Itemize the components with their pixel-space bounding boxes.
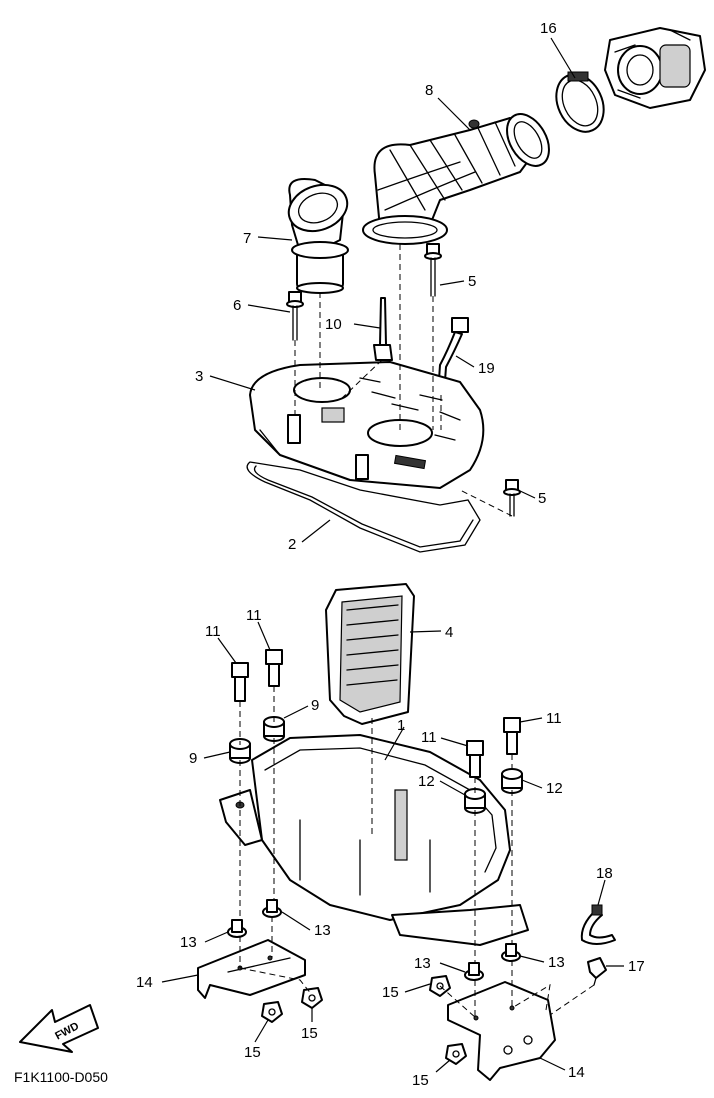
- bolt-11-c: [466, 740, 484, 778]
- callout-13-b: 13: [314, 922, 331, 939]
- nut-15-a: [301, 987, 323, 1009]
- intake-joint: [362, 113, 550, 245]
- callout-14-b: 14: [568, 1064, 585, 1081]
- callout-9-a: 9: [189, 750, 197, 767]
- callout-15-b: 15: [244, 1044, 261, 1061]
- callout-11-a: 11: [205, 623, 221, 640]
- callouts: 16 8 7 5 6 10 19 3 5 2 4 11 11 9 9 1 11 …: [136, 20, 645, 1089]
- gasket: [246, 461, 481, 553]
- bracket-right: [447, 981, 556, 1081]
- throttle-body: [604, 27, 706, 109]
- callout-13-c: 13: [414, 955, 431, 972]
- callout-12-b: 12: [546, 780, 563, 797]
- callout-2: 2: [288, 536, 296, 553]
- collar-13-d: [501, 943, 521, 962]
- band-18: [580, 904, 616, 945]
- cable-clip: [373, 297, 393, 361]
- callout-3: 3: [195, 368, 203, 385]
- filter-element: [325, 583, 415, 725]
- case-cap: [249, 361, 485, 489]
- callout-18: 18: [596, 865, 613, 882]
- bolt-5-top: [424, 243, 442, 297]
- nut-15-d: [445, 1043, 467, 1065]
- callout-4: 4: [445, 624, 453, 641]
- callout-10: 10: [325, 316, 342, 333]
- callout-13-d: 13: [548, 954, 565, 971]
- callout-11-d: 11: [546, 710, 562, 727]
- callout-19: 19: [478, 360, 495, 377]
- callout-5-lower: 5: [538, 490, 546, 507]
- assembly-guides: [239, 244, 595, 1019]
- grommet-12-a: [464, 788, 486, 814]
- callout-13-a: 13: [180, 934, 197, 951]
- callout-15-d: 15: [412, 1072, 429, 1089]
- leader-lines: [161, 37, 624, 1073]
- bolt-11-b: [265, 649, 283, 687]
- collar-13-a: [227, 919, 247, 938]
- callout-14-a: 14: [136, 974, 153, 991]
- callout-15-a: 15: [301, 1025, 318, 1042]
- fasteners: [227, 649, 523, 981]
- callout-5-top: 5: [468, 273, 476, 290]
- callout-8: 8: [425, 82, 433, 99]
- callout-11-b: 11: [246, 607, 262, 624]
- collar-13-b: [262, 899, 282, 918]
- nut-15-b: [261, 1001, 283, 1023]
- grommet-12-b: [501, 768, 523, 794]
- callout-6: 6: [233, 297, 241, 314]
- callout-12-a: 12: [418, 773, 435, 790]
- bracket-left: [197, 939, 306, 999]
- callout-1: 1: [397, 717, 405, 734]
- collar-13-c: [464, 962, 484, 981]
- fwd-arrow: FWD: [19, 1004, 99, 1053]
- callout-11-c: 11: [421, 729, 437, 746]
- callout-17: 17: [628, 958, 645, 975]
- callout-9-b: 9: [311, 697, 319, 714]
- callout-7: 7: [243, 230, 251, 247]
- callout-15-c: 15: [382, 984, 399, 1001]
- bolt-6: [286, 291, 304, 341]
- bolt-5-lower: [503, 479, 521, 517]
- bolt-11-d: [503, 717, 521, 755]
- bolt-11-a: [231, 662, 249, 702]
- clip-17: [587, 957, 607, 986]
- callout-16: 16: [540, 20, 557, 37]
- diagram-code: F1K1100-D050: [14, 1069, 108, 1085]
- hose-clamp: [555, 71, 605, 133]
- air-filter-case: [219, 734, 529, 946]
- intake-funnel: [287, 178, 349, 294]
- nuts-15: [261, 975, 467, 1065]
